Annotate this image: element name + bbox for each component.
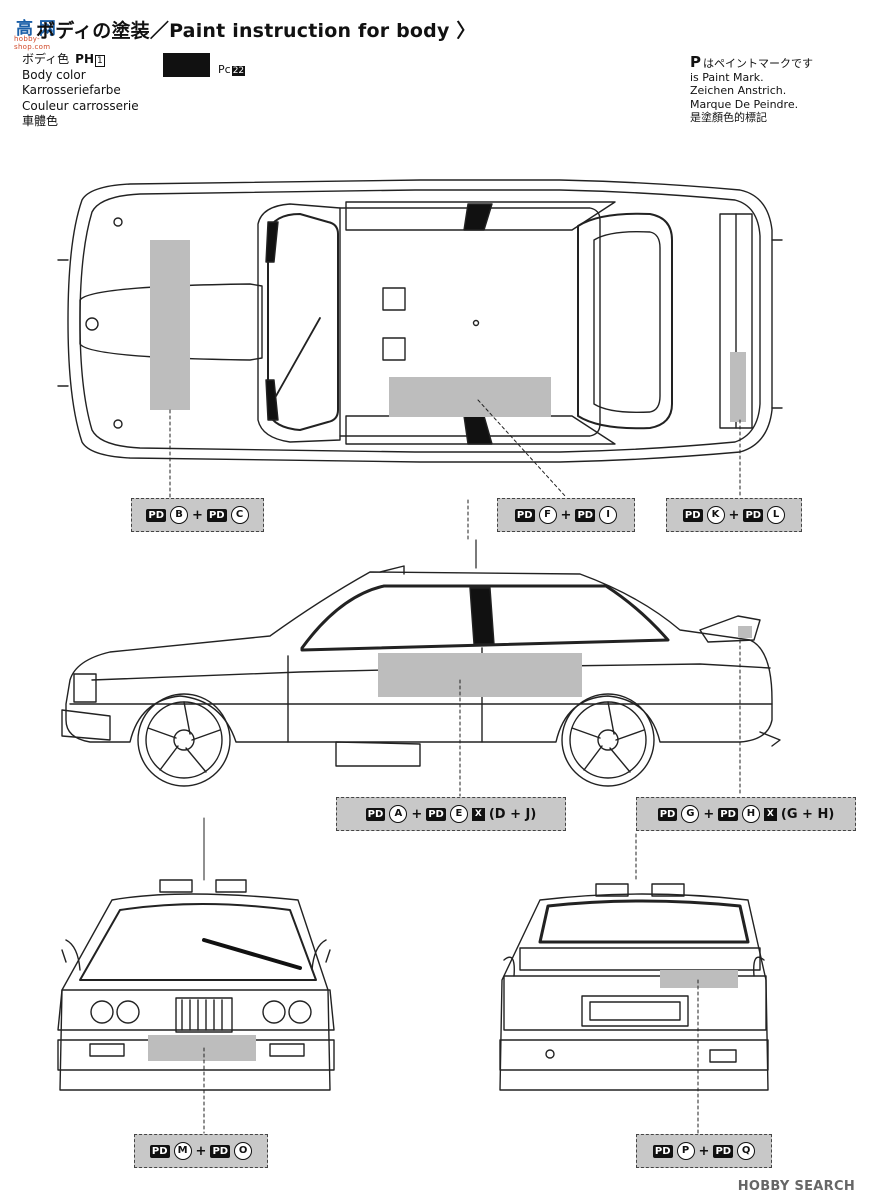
paint-mark-icon: PD	[652, 1144, 673, 1158]
top-view-car	[57, 179, 783, 463]
paint-mark-de: Zeichen Anstrich.	[690, 84, 787, 97]
page-title: ボディの塗装／Paint instruction for body 〉	[36, 20, 476, 42]
pc-label: Pc	[218, 63, 231, 76]
hobby-search-watermark: HOBBY SEARCH	[737, 1179, 855, 1194]
color-code-b: B	[170, 506, 189, 524]
paint-mark-icon: PH	[75, 52, 95, 66]
watermark-logo: 高 网 hobby-shop.com	[6, 6, 76, 51]
paint-mark-jp: はペイントマークです	[703, 57, 813, 70]
color-code-a: A	[389, 805, 408, 823]
color-code-e: E	[449, 805, 468, 823]
mix-icon: X	[763, 807, 777, 821]
color-code-l: L	[767, 506, 786, 524]
paint-mark-icon: PD	[682, 508, 703, 522]
paint-mark-icon: PD	[210, 1144, 231, 1158]
black-color-swatch	[163, 53, 210, 77]
paint-mark-en: is Paint Mark.	[690, 70, 764, 84]
watermark-logo-sub: hobby-shop.com	[14, 35, 51, 51]
paint-mark-icon: PD	[575, 508, 596, 522]
paint-mark-icon: PD	[146, 508, 167, 522]
mix-ratio: (G + H)	[780, 806, 835, 822]
legend-zh: 車體色	[22, 114, 59, 128]
color-code-o: O	[234, 1142, 253, 1160]
color-code-h: H	[741, 805, 760, 823]
paint-zone-top-roof	[389, 377, 551, 417]
color-code-p: P	[676, 1142, 695, 1160]
paint-mark-icon: PD	[713, 1144, 734, 1158]
paint-mark-symbol: P	[690, 53, 701, 71]
paint-mark-icon: PD	[743, 508, 764, 522]
watermark-logo-text: 高 网	[16, 19, 56, 39]
color-code-g: G	[681, 805, 700, 823]
rear-view-car	[499, 833, 769, 1091]
paint-mark-icon: PD	[206, 508, 227, 522]
paint-zone-top-rear	[730, 352, 746, 422]
paint-mark-icon: PD	[149, 1144, 170, 1158]
color-code-q: Q	[737, 1142, 756, 1160]
paint-zone-side-door	[378, 653, 582, 697]
paint-number: 1	[95, 55, 105, 67]
color-code-i: I	[599, 506, 618, 524]
legend-fr: Couleur carrosserie	[22, 98, 139, 113]
paint-zone-top-front	[150, 240, 190, 410]
color-code-f: F	[538, 506, 557, 524]
color-code-k: K	[706, 506, 725, 524]
legend-de: Karrosseriefarbe	[22, 83, 121, 97]
paint-mark-icon: PD	[365, 807, 386, 821]
mix-ratio: (D + J)	[488, 806, 537, 822]
paint-zone-front	[148, 1035, 256, 1061]
legend-jp: ボディ色	[22, 52, 70, 66]
paint-mark-icon: PD	[426, 807, 446, 821]
paint-zone-rear	[660, 970, 738, 988]
paint-mark-icon: PD	[718, 807, 738, 821]
paint-mark-icon: PD	[514, 508, 535, 522]
paint-mark-icon: PD	[657, 807, 678, 821]
color-code-c: C	[230, 506, 249, 524]
legend-en: Body color	[22, 67, 86, 82]
color-code-m: M	[173, 1142, 192, 1160]
paint-mark-zh: 是塗顏色的標記	[690, 111, 767, 124]
pc-code-number: 22	[231, 66, 246, 76]
mix-icon: X	[471, 807, 485, 821]
paint-mark-fr: Marque De Peindre.	[690, 97, 799, 111]
